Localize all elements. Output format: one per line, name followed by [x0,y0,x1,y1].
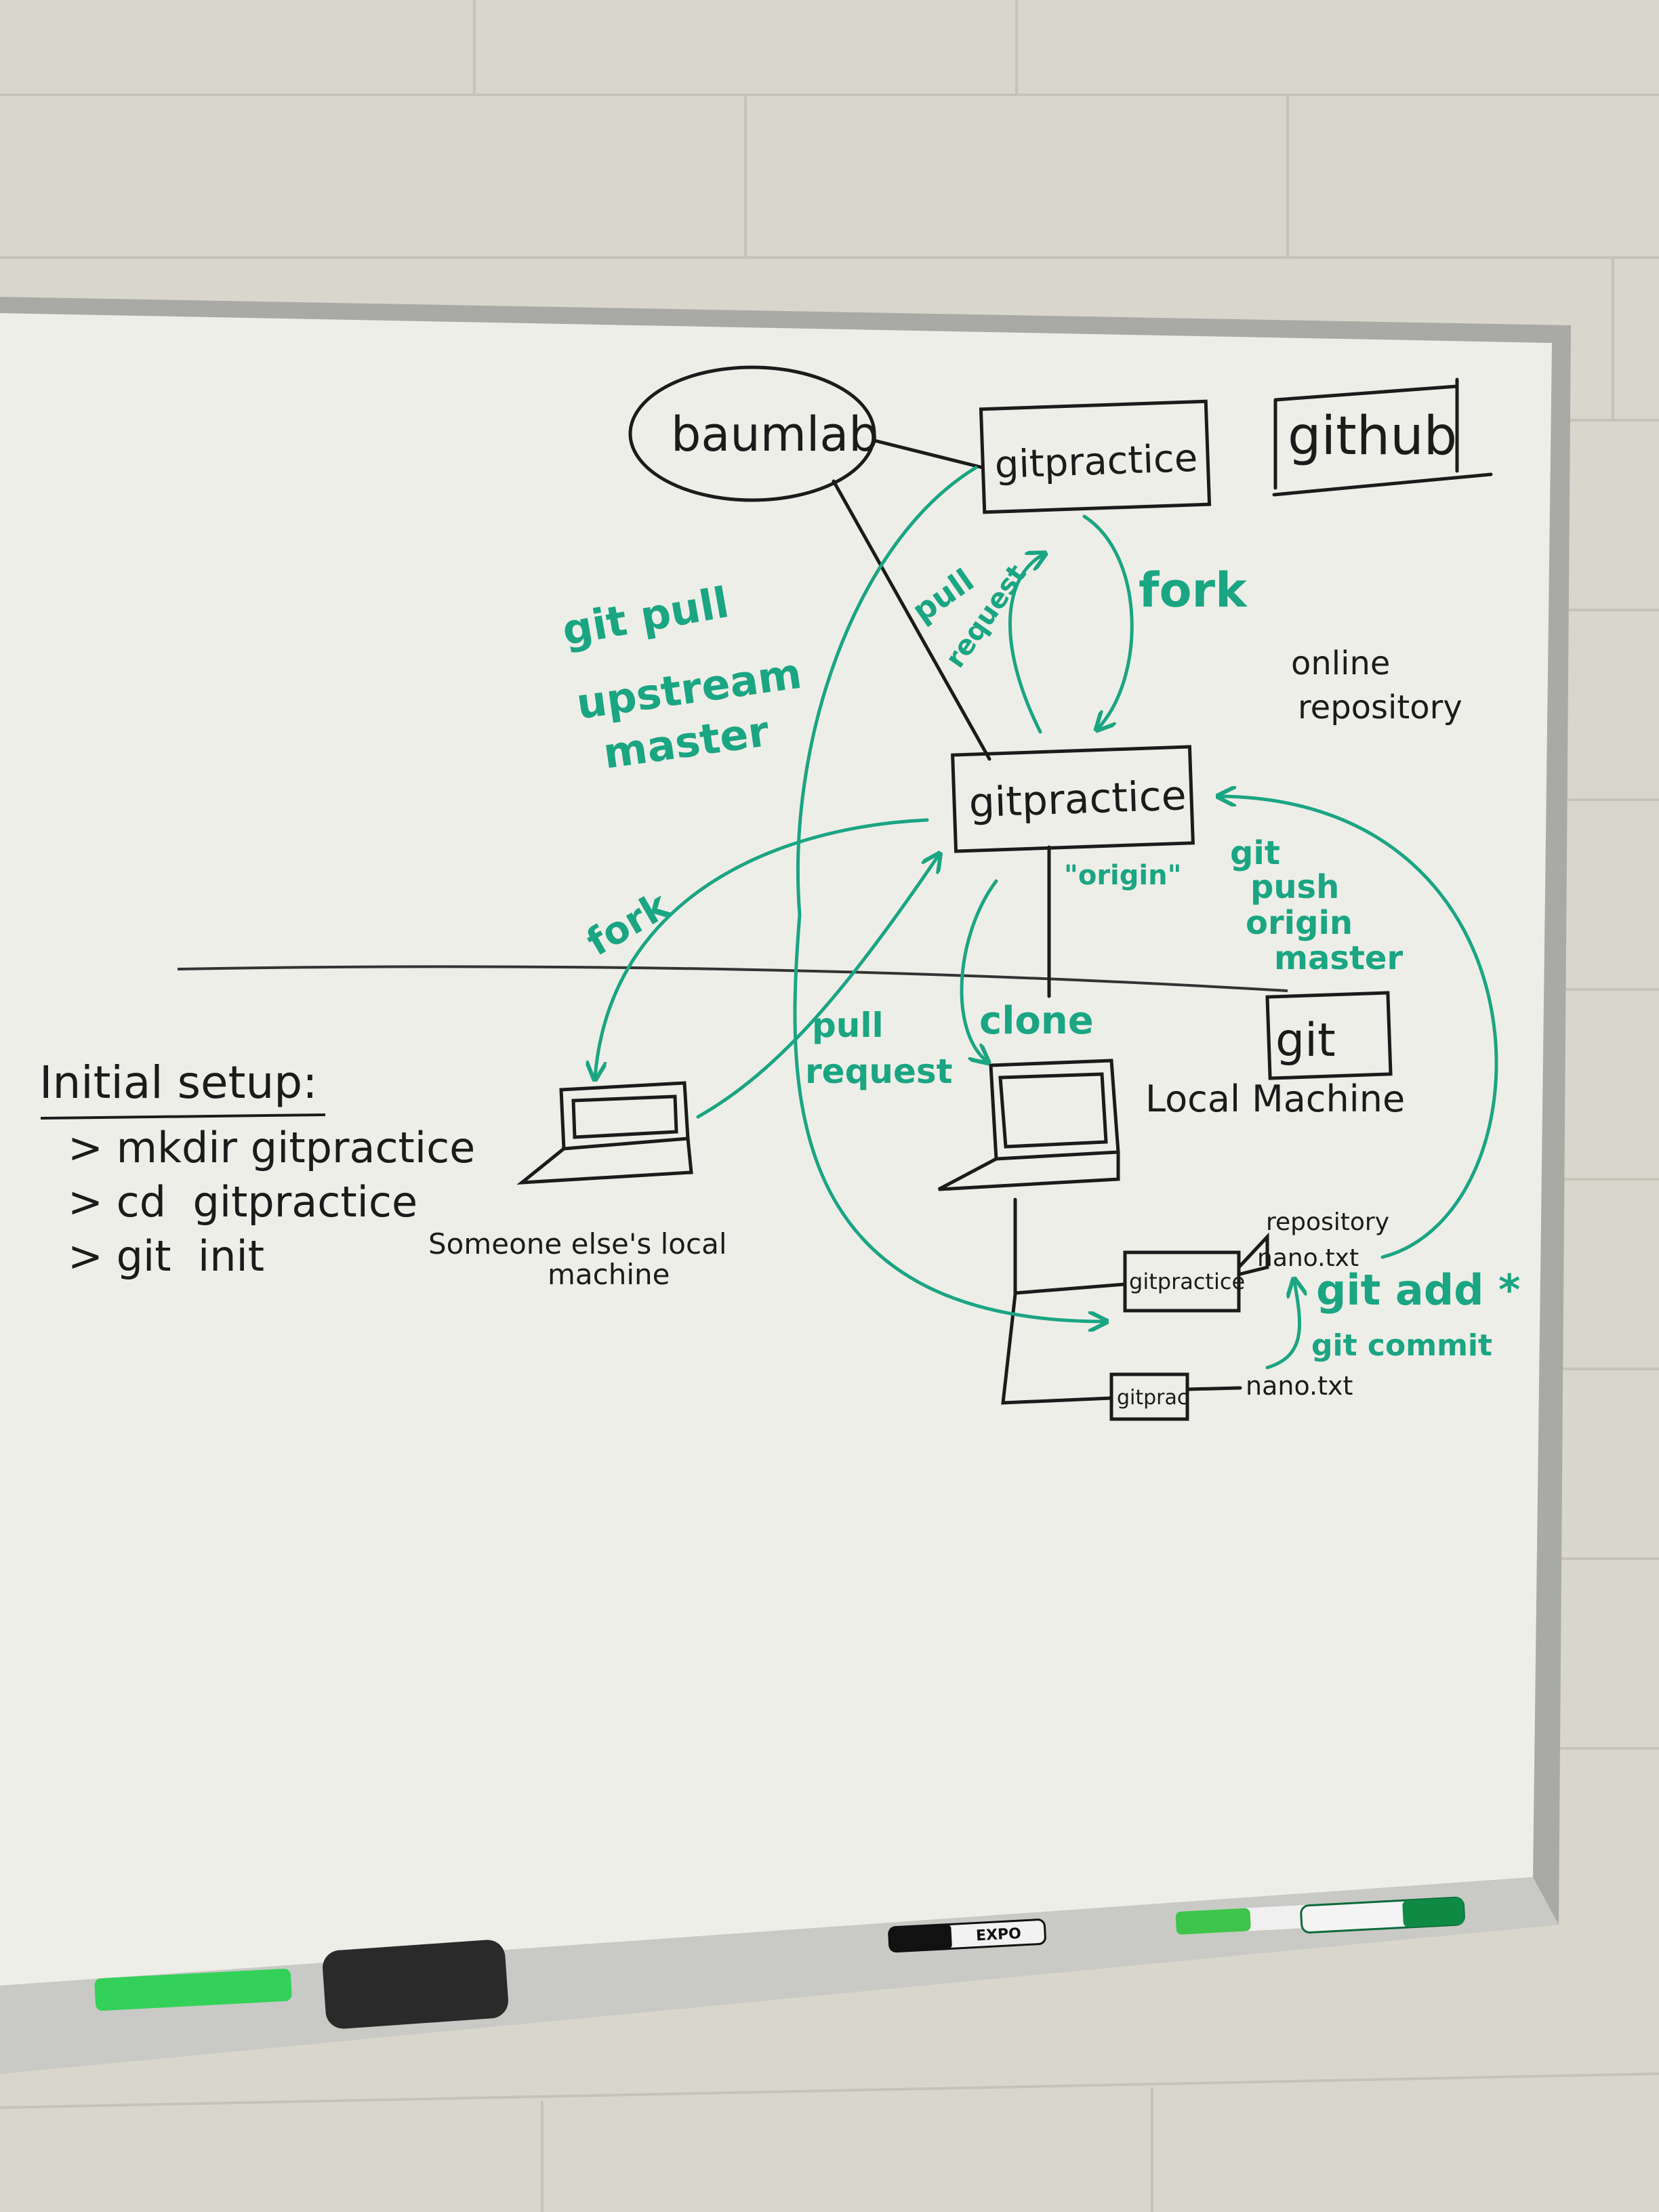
git-add-commit-arrow [1265,1281,1300,1370]
eraser [323,1940,508,2029]
nano-label-bottom: nano.txt [1246,1371,1353,1401]
online-repository-label-1: online [1291,644,1390,682]
git-push-label-3: origin [1246,904,1353,942]
github-box [1272,377,1493,497]
fork-label-top: fork [1139,562,1248,618]
green-highlighter [94,1968,292,2011]
repository-label: repository [1266,1208,1389,1236]
black-marker: EXPO [888,1919,1046,1953]
local-laptop-drawing [937,1059,1120,1191]
online-local-divider [177,965,1288,992]
git-logo-box [1265,991,1393,1080]
origin-label: "origin" [1064,860,1181,891]
upstream-repo-label: gitpractice [994,436,1199,487]
nano-label-top: nano.txt [1257,1244,1359,1272]
local-repo-box [1123,1250,1241,1313]
upstream-repo-box [979,399,1212,514]
local-folder-label: gitprac [1117,1386,1188,1410]
git-push-label-4: master [1274,939,1403,977]
local-machine-label: Local Machine [1145,1078,1405,1120]
git-logo-label: git [1275,1014,1336,1067]
fork-repo-label: gitpractice [968,772,1187,827]
git-push-label-1: git [1230,834,1280,872]
baumlab-label: baumlab [671,407,879,462]
green-marker-1 [1175,1904,1332,1935]
marker-brand-label: EXPO [975,1925,1021,1944]
setup-line-2: > cd gitpractice [68,1177,417,1227]
github-label: github [1288,406,1457,467]
green-ink-arrows [595,466,1498,1370]
pull-request-label-left-1: pull [812,1006,884,1045]
git-push-arrow [1220,796,1498,1259]
online-repository-label-2: repository [1298,689,1462,726]
git-add-label: git add * [1316,1265,1520,1315]
local-folder-box [1109,1372,1189,1421]
setup-title: Initial setup: [39,1057,317,1109]
green-marker-2 [1300,1896,1465,1934]
other-laptop-drawing [516,1081,693,1185]
someone-else-label-1: Someone else's local [428,1227,727,1261]
fork-arrow-top [1082,514,1134,729]
setup-line-1: > mkdir gitpractice [68,1123,475,1172]
git-push-label-2: push [1250,868,1339,906]
git-pull-upstream-arrow [793,466,1105,1322]
black-ink-drawing [516,365,1493,1421]
someone-else-label-2: machine [548,1258,670,1291]
pull-request-arrow-top [1008,554,1044,734]
pull-request-arrow-left [696,855,939,1119]
fork-repo-box [951,745,1195,853]
setup-underline [40,1113,326,1120]
clone-arrow [960,879,998,1061]
board-surface [0,313,1552,1986]
pull-request-label-left-2: request [805,1052,953,1091]
fork-arrow-left [595,818,929,1078]
clone-label: clone [979,999,1094,1043]
local-repo-label: gitpractice [1129,1269,1245,1294]
setup-line-3: > git init [68,1231,264,1281]
git-commit-label: git commit [1311,1328,1492,1363]
baumlab-ellipse [628,365,876,502]
tray-items: EXPO [94,1896,1465,2029]
